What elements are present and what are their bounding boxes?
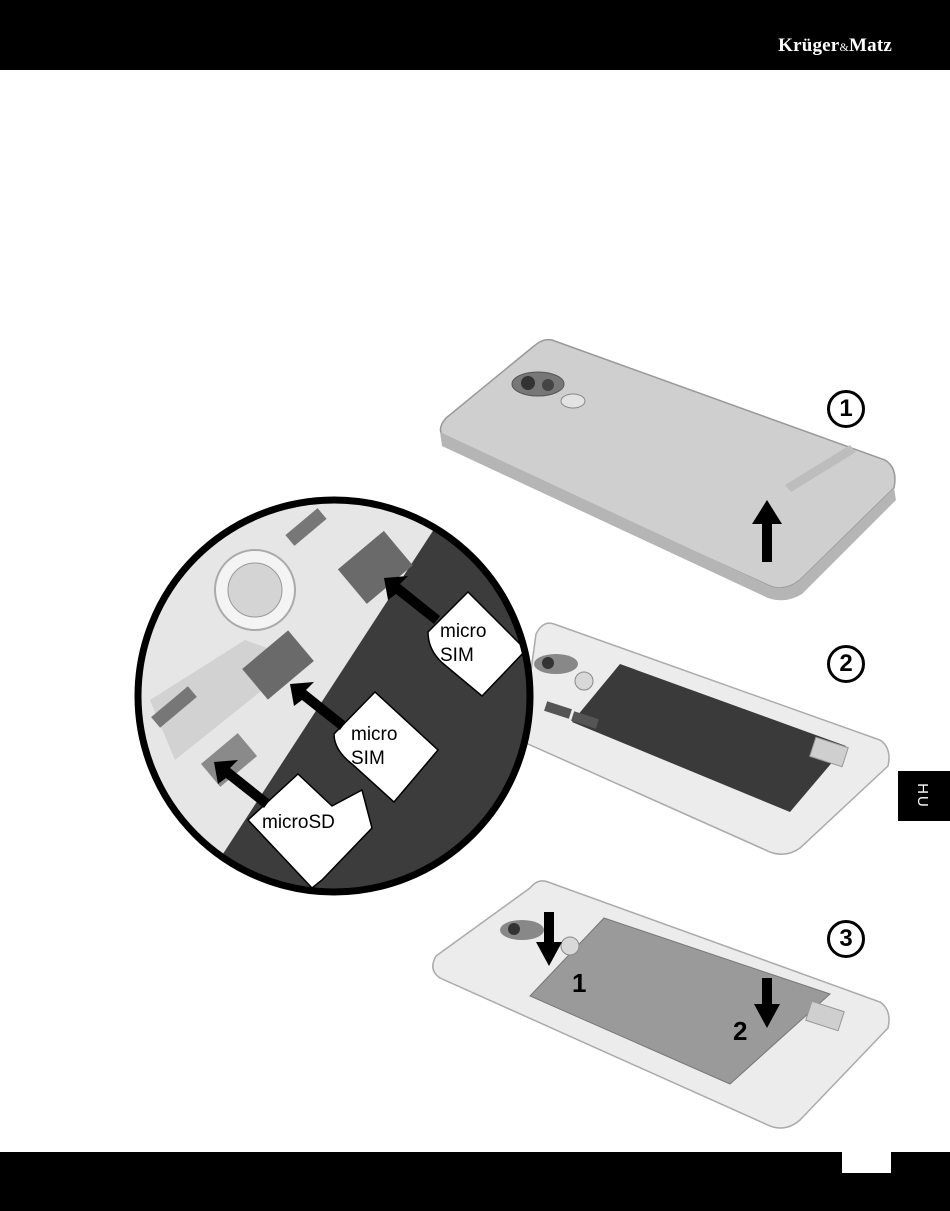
micro-sd-label: microSD [262,811,335,835]
footer-bar [0,1152,950,1211]
slot-magnifier [130,490,560,920]
language-tab: HU [898,771,950,821]
battery-arrow-label-2: 2 [733,1016,747,1047]
phone-insert-battery [433,881,889,1128]
step-1-badge: 1 [827,390,865,428]
battery-arrow-label-1: 1 [572,968,586,999]
step-3-badge: 3 [827,920,865,958]
page-number-box [842,1152,891,1173]
step-2-badge: 2 [827,645,865,683]
phone-back-cover [440,340,896,601]
